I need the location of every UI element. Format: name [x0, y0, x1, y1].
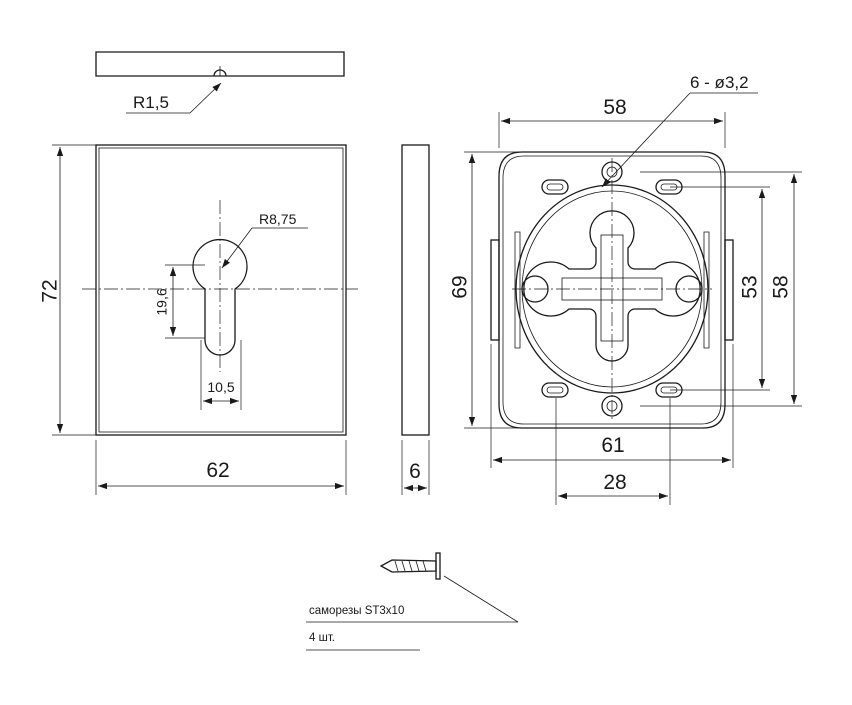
- base-height-label: 69: [449, 275, 472, 298]
- plate-front-view: [82, 144, 358, 436]
- holes-label: 6 - ø3,2: [690, 73, 749, 92]
- keyhole-offset-label: 19,6: [154, 288, 170, 315]
- plate-thickness-label: 6: [409, 460, 421, 483]
- base-height-dimension: 69: [449, 151, 520, 429]
- keyhole-radius-callout: R8,75: [221, 211, 308, 269]
- base-plate-view: [490, 151, 734, 429]
- base-right-height-dimension: 58: [640, 171, 802, 407]
- base-bottom-width-dimension: 61: [490, 344, 734, 468]
- plate-height-label: 72: [39, 279, 62, 302]
- base-right-height-label: 58: [770, 275, 793, 298]
- base-inner-height-label: 53: [739, 275, 762, 298]
- keyhole-slot-dimension: 10,5: [200, 340, 242, 410]
- base-keyhole-outline: [523, 210, 701, 362]
- plate-side-view: [401, 144, 430, 436]
- plate-top-edge-view: [95, 51, 345, 77]
- plate-width-dimension: 62: [95, 440, 347, 495]
- base-hole-spacing-dimension: 28: [555, 398, 671, 505]
- keyhole-slot-label: 10,5: [207, 379, 234, 395]
- plate-height-dimension: 72: [39, 144, 96, 436]
- screw-icon: [379, 552, 441, 580]
- base-bottom-width-label: 61: [601, 434, 624, 457]
- base-inner-height-dimension: 53: [670, 186, 770, 391]
- base-top-width-dimension: 58: [498, 96, 726, 148]
- keyhole-radius-label: R8,75: [259, 211, 297, 227]
- holes-callout: 6 - ø3,2: [601, 73, 758, 188]
- edge-radius-label: R1,5: [133, 93, 169, 112]
- screw-callout: саморезы ST3x10 4 шт.: [306, 575, 519, 651]
- base-hole-spacing-label: 28: [603, 471, 626, 494]
- plate-thickness-dimension: 6: [401, 440, 430, 495]
- edge-radius-callout: R1,5: [126, 82, 222, 114]
- base-top-width-label: 58: [603, 96, 626, 119]
- screw-quantity: 4 шт.: [309, 632, 335, 644]
- screw-label: саморезы ST3x10: [309, 605, 404, 617]
- plate-width-label: 62: [206, 459, 229, 482]
- keyhole-offset-dimension: 19,6: [154, 264, 205, 339]
- keyhole-outline: [192, 238, 248, 356]
